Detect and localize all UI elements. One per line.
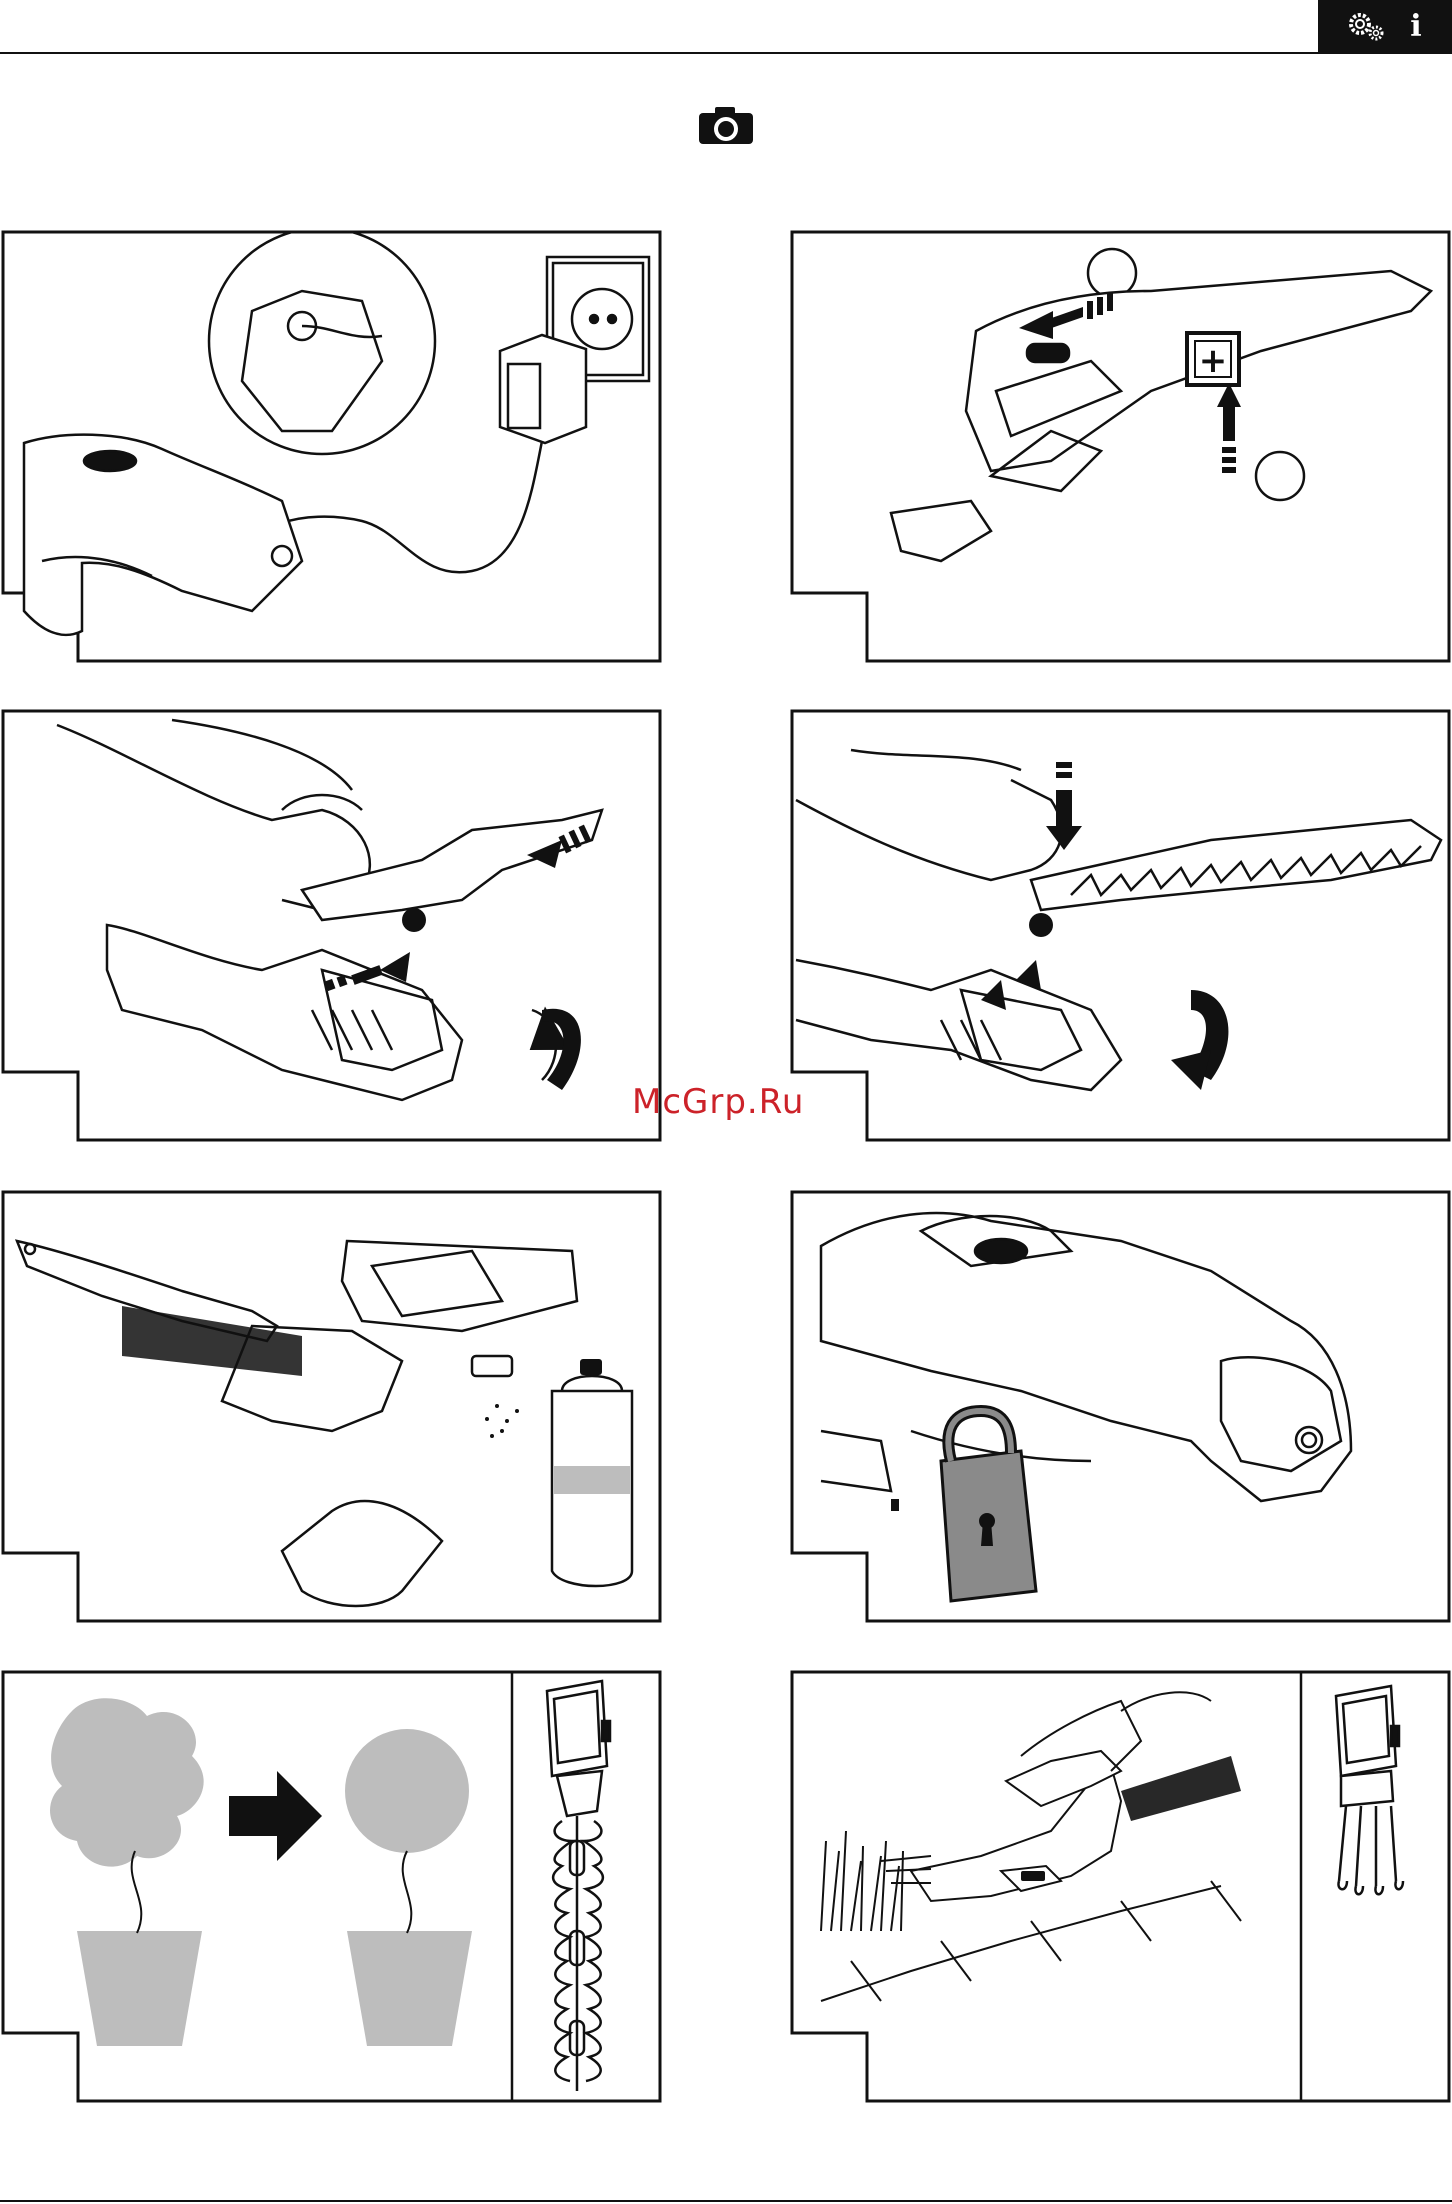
info-icon: i	[1410, 9, 1421, 44]
topiary-icon	[2, 1671, 663, 2103]
camera-icon	[697, 104, 755, 146]
fig-battery-lock: +	[791, 231, 1452, 663]
cleaning-brush-icon	[2, 1191, 663, 1623]
watermark: McGrp.Ru	[632, 1082, 804, 1122]
hedge-blade-insert-icon	[791, 710, 1452, 1142]
plus-callout: +	[1187, 333, 1239, 385]
fig-charging	[2, 231, 663, 663]
gears-icon	[1348, 8, 1408, 44]
fig-cleaning	[2, 1191, 663, 1623]
header-badge: i	[1318, 0, 1452, 52]
fig-insert-grass-blade	[2, 710, 663, 1142]
fig-grass-trimming	[791, 1671, 1452, 2103]
fig-hedge-shaping	[2, 1671, 663, 2103]
charger-plug-icon	[2, 231, 663, 663]
battery-lock-icon: +	[791, 231, 1452, 663]
padlock-icon	[791, 1191, 1452, 1623]
grass-trim-icon	[791, 1671, 1452, 2103]
header-rule	[0, 52, 1452, 54]
plus-callout-label: +	[1199, 341, 1228, 381]
fig-storage-lock	[791, 1191, 1452, 1623]
grass-blade-insert-icon	[2, 710, 663, 1142]
footer-rule	[0, 2200, 1452, 2202]
fig-insert-hedge-blade	[791, 710, 1452, 1142]
